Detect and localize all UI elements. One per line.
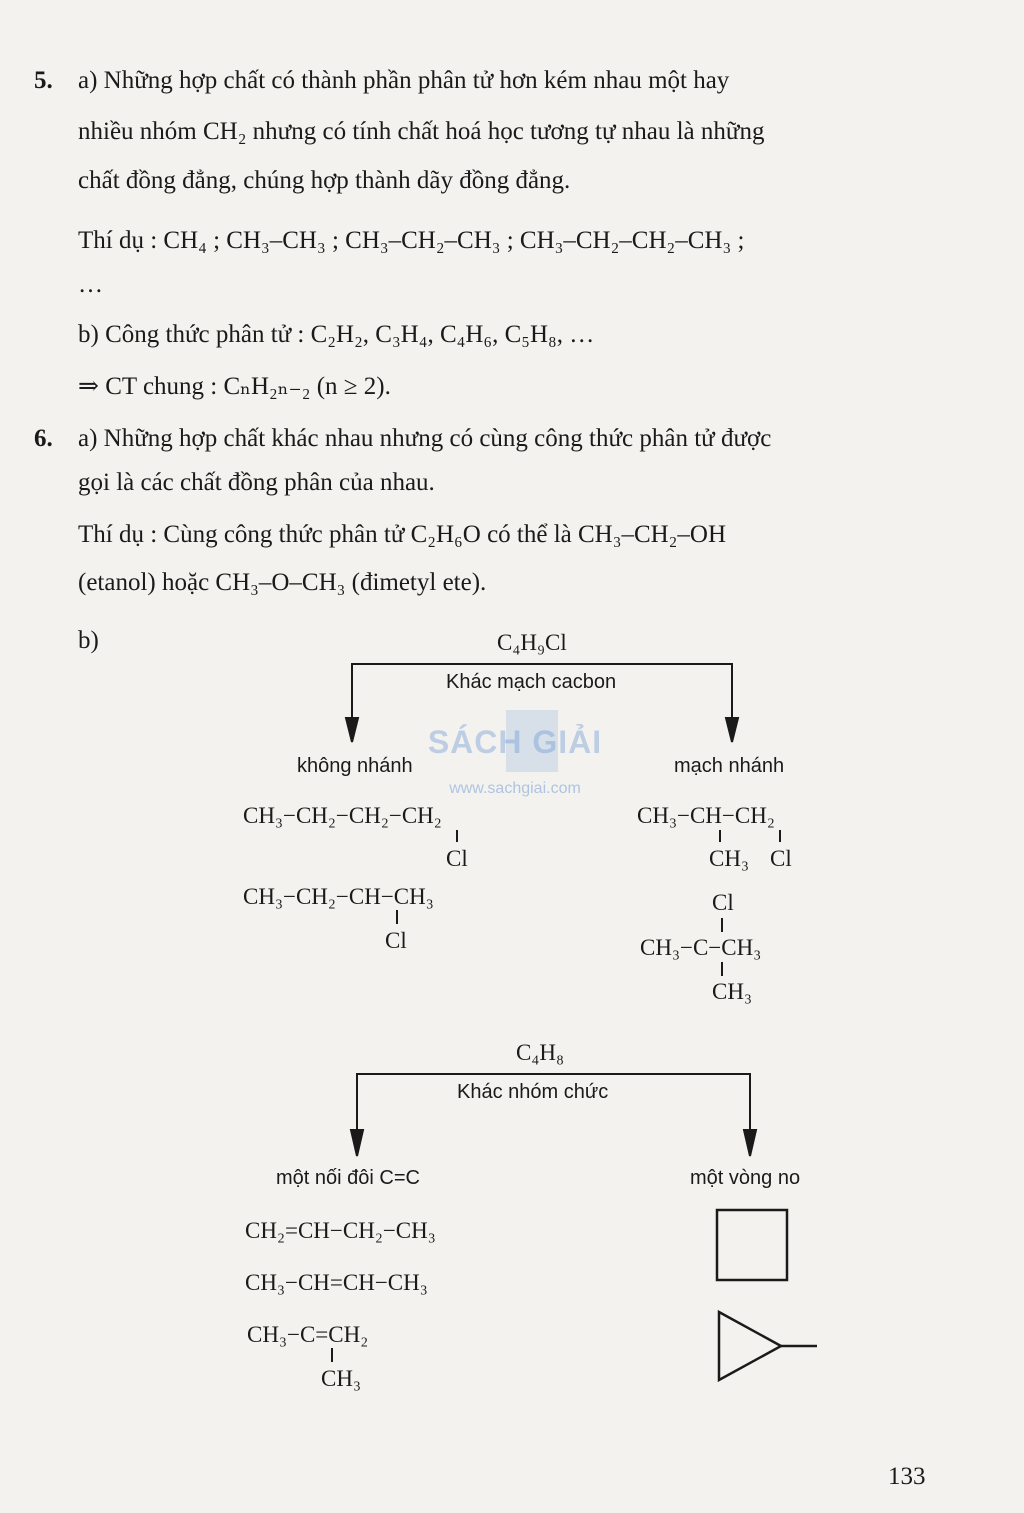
q6-example-line2: (etanol) hoặc CH₃–O–CH₃ (đimetyl ete). (78, 569, 487, 596)
diagram2-relation-label: Khác nhóm chức (457, 1081, 609, 1103)
question-5-number: 5. (34, 67, 53, 94)
formula-2-chlorobutane-cl: Cl (385, 928, 407, 953)
formula-1-chloro-2-methylpropane-cl: Cl (770, 846, 792, 871)
q5-a-line1: a) Những hợp chất có thành phần phân tử … (78, 67, 730, 94)
diagram2-bracket (356, 1073, 751, 1130)
question-6-number: 6. (34, 425, 53, 452)
formula-isobutene-ch3: CH₃ (321, 1366, 361, 1391)
q5-general-formula: ⇒ CT chung : CₙH₂ₙ₋₂ (n ≥ 2). (78, 373, 391, 400)
formula-1-chlorobutane: CH₃−CH₂−CH₂−CH₂ (243, 803, 442, 828)
diagram2-right-arrow (742, 1129, 758, 1157)
formula-1-chlorobutane-cl: Cl (446, 846, 468, 871)
methylcyclopropane-ring (717, 1309, 784, 1383)
q6-b-label: b) (78, 627, 99, 654)
q5-example-continued: … (78, 271, 103, 298)
q6-a-line2: gọi là các chất đồng phân của nhau. (78, 469, 435, 496)
formula-2-chloro-2-methylpropane-ch3: CH₃ (712, 979, 752, 1004)
q5-a-line2: nhiều nhóm CH₂ nhưng có tính chất hoá họ… (78, 118, 765, 145)
formula-1-chloro-2-methylpropane: CH₃−CH−CH₂ (637, 803, 775, 828)
formula-1-chloro-2-methylpropane-ch3: CH₃ (709, 846, 749, 871)
diagram2-right-label: một vòng no (690, 1167, 801, 1189)
diagram1-relation-label: Khác mạch cacbon (446, 671, 617, 693)
diagram2-left-label: một nối đôi C=C (276, 1167, 420, 1189)
formula-2-chloro-2-methylpropane-cl: Cl (712, 890, 734, 915)
watermark-brand: SÁCH GIẢI (427, 724, 603, 760)
q5-b-line: b) Công thức phân tử : C₂H₂, C₃H₄, C₄H₆,… (78, 321, 595, 348)
formula-but-1-ene: CH₂=CH−CH₂−CH₃ (245, 1218, 436, 1243)
q5-example: Thí dụ : CH₄ ; CH₃–CH₃ ; CH₃–CH₂–CH₃ ; C… (78, 227, 745, 254)
q6-example-line1: Thí dụ : Cùng công thức phân tử C₂H₆O có… (78, 521, 727, 548)
formula-2-chloro-2-methylpropane: CH₃−C−CH₃ (640, 935, 762, 960)
formula-isobutene: CH₃−C=CH₂ (247, 1322, 369, 1347)
watermark-url: www.sachgiai.com (449, 780, 581, 797)
diagram1-left-arrow (344, 717, 360, 743)
formula-but-2-ene: CH₃−CH=CH−CH₃ (245, 1270, 428, 1295)
diagram2-formula: C₄H₈ (516, 1040, 564, 1065)
diagram1-left-label: không nhánh (297, 755, 413, 777)
diagram2-left-arrow (349, 1129, 365, 1157)
watermark: SÁCH GIẢI www.sachgiai.com (410, 710, 630, 800)
q5-a-line3: chất đồng đẳng, chúng hợp thành dãy đồng… (78, 167, 571, 194)
diagram1-formula: C₄H₉Cl (497, 630, 567, 655)
diagram1-bracket (351, 663, 733, 718)
diagram1-right-label: mạch nhánh (674, 755, 785, 777)
watermark-logo-box (506, 710, 558, 772)
q6-a-line1: a) Những hợp chất khác nhau nhưng có cùn… (78, 425, 772, 452)
cyclobutane-ring (715, 1208, 789, 1282)
page-number: 133 (888, 1463, 926, 1490)
formula-2-chlorobutane: CH₃−CH₂−CH−CH₃ (243, 884, 434, 909)
diagram1-right-arrow (724, 717, 740, 743)
